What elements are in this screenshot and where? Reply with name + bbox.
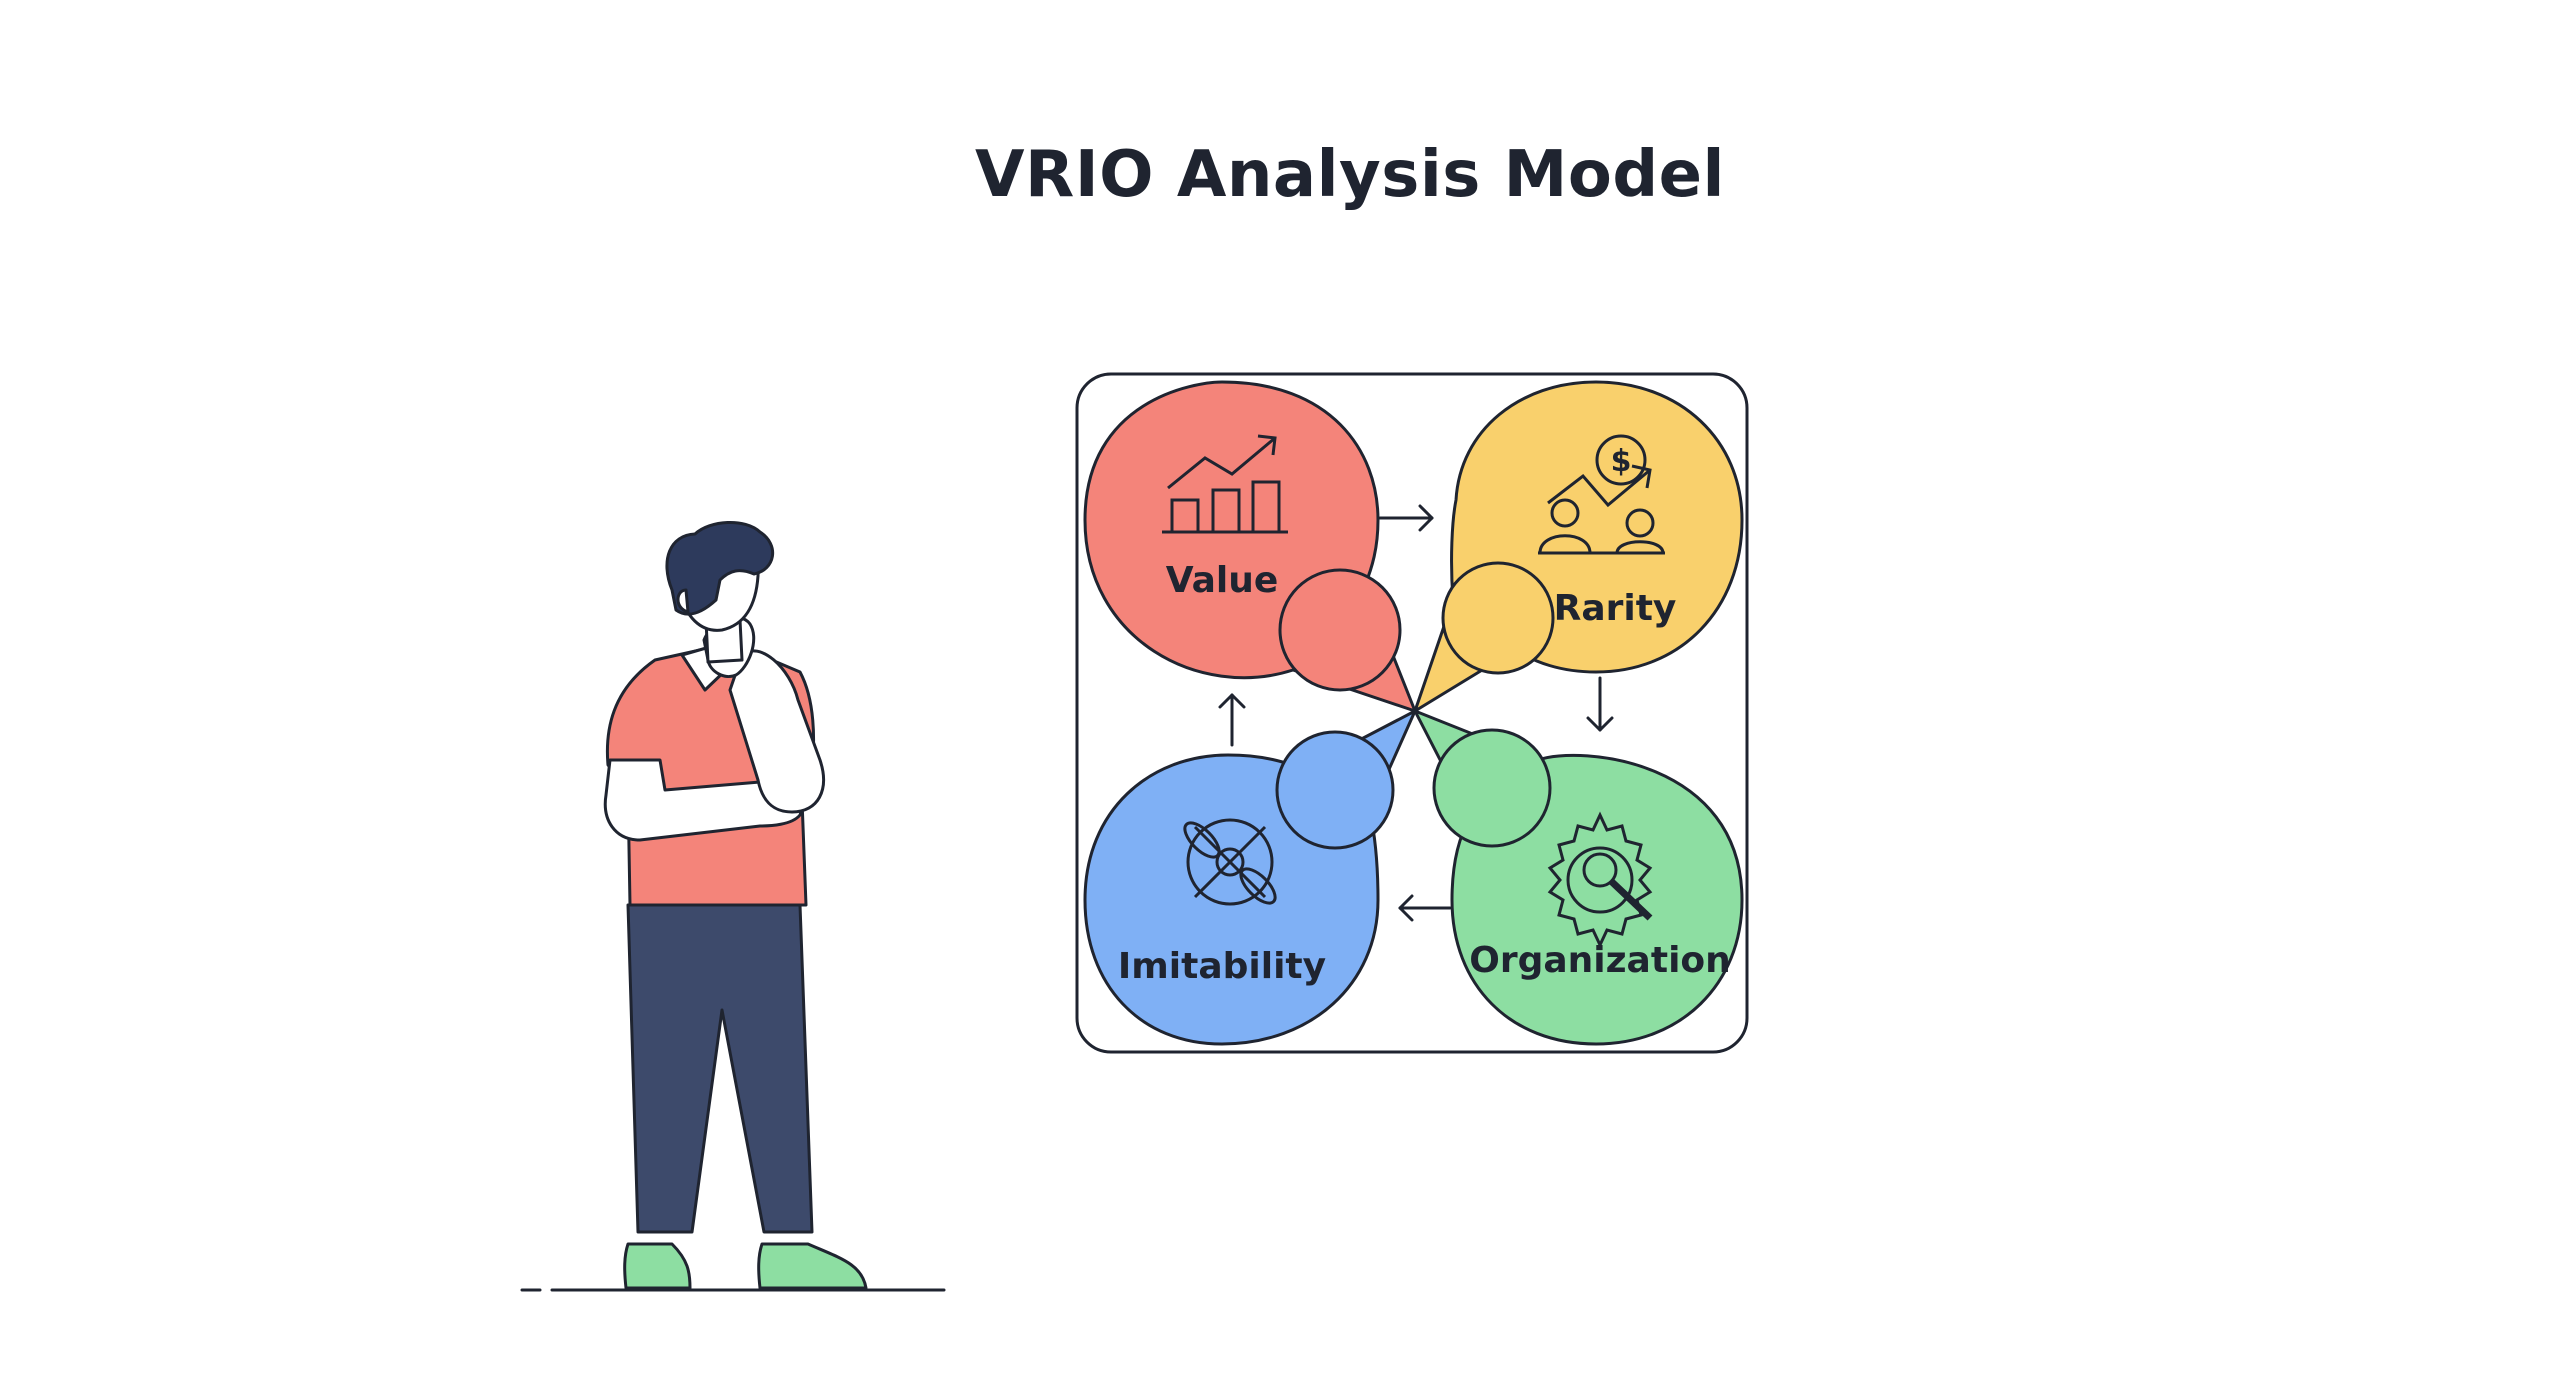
left-shoe	[623, 1242, 692, 1290]
right-shoe	[757, 1242, 868, 1290]
rising-chart-icon	[1162, 434, 1288, 534]
quadrant-imitability: Imitability	[1083, 709, 1417, 1046]
hair	[665, 520, 775, 616]
rarity-label: Rarity	[1554, 588, 1677, 629]
propeller-target-icon	[1183, 818, 1277, 906]
people-dollar-icon: $	[1538, 434, 1665, 555]
rarity-knob	[1441, 561, 1555, 675]
arrow-right-icon	[1378, 504, 1434, 532]
flow-arrows	[1218, 504, 1614, 922]
raised-arm	[728, 649, 825, 814]
arrow-up-icon	[1218, 693, 1246, 747]
gear-search-icon	[1547, 811, 1653, 949]
ear	[676, 588, 690, 614]
quadrant-value: Value	[1083, 380, 1417, 713]
page-title: VRIO Analysis Model	[975, 138, 1725, 212]
organization-knob	[1432, 728, 1552, 848]
imitability-knob	[1275, 730, 1395, 850]
svg-text:$: $	[1611, 444, 1632, 479]
value-knob	[1278, 568, 1402, 692]
quadrant-rarity: $ Rarity	[1413, 380, 1744, 713]
organization-label: Organization	[1469, 940, 1731, 981]
pants	[626, 903, 814, 1234]
value-label: Value	[1166, 560, 1279, 601]
imitability-label: Imitability	[1118, 946, 1326, 987]
quadrant-organization: Organization	[1413, 709, 1744, 1046]
arrow-down-icon	[1586, 676, 1614, 732]
thinking-person	[520, 520, 946, 1292]
arrow-left-icon	[1398, 894, 1452, 922]
